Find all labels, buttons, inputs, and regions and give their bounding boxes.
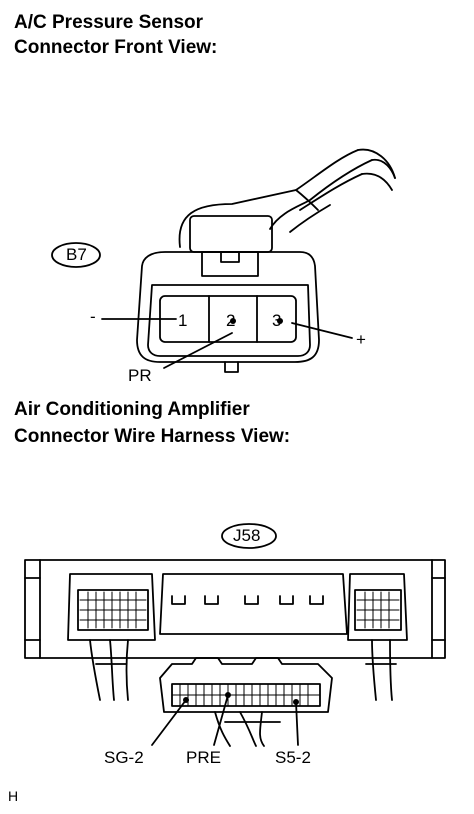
- sensor-wire-bundle: [178, 148, 396, 248]
- bottom-connector: [159, 657, 333, 713]
- b7-code-oval: [51, 242, 101, 268]
- j58-code-oval: [221, 523, 277, 549]
- harness-wires: [89, 639, 397, 747]
- b7-connector-code: B7: [66, 245, 87, 264]
- sensor-housing: [136, 215, 320, 373]
- right-small-connector-grid: [356, 591, 400, 629]
- amplifier-title-line2: Connector Wire Harness View:: [14, 426, 291, 447]
- pin-3-label: 3: [272, 311, 282, 330]
- figure-code: H: [8, 788, 19, 804]
- pin-2-label: 2: [226, 311, 236, 330]
- plus-label: +: [356, 330, 366, 349]
- pr-label: PR: [128, 366, 152, 385]
- minus-label: -: [90, 307, 96, 326]
- pr-leader: [163, 332, 233, 369]
- sensor-title-line1: A/C Pressure Sensor: [14, 12, 204, 33]
- pin-1-label: 1: [178, 311, 188, 330]
- sg2-label: SG-2: [104, 748, 144, 767]
- left-small-connector-grid: [79, 591, 147, 629]
- j58-connector-code: J58: [233, 526, 261, 545]
- pin-2-circle: [230, 318, 236, 324]
- pre-label: PRE: [186, 748, 221, 767]
- sg2-leader: [151, 699, 187, 746]
- sensor-title-line2: Connector Front View:: [14, 37, 218, 58]
- s52-label: S5-2: [275, 748, 311, 767]
- amplifier-housing: [24, 559, 446, 659]
- plus-leader: [291, 322, 353, 339]
- pin-3-circle: [277, 318, 283, 324]
- pre-leader: [213, 694, 229, 746]
- bottom-connector-grid: [171, 683, 321, 707]
- amplifier-title-line1: Air Conditioning Amplifier: [14, 399, 250, 420]
- s52-leader: [295, 701, 299, 746]
